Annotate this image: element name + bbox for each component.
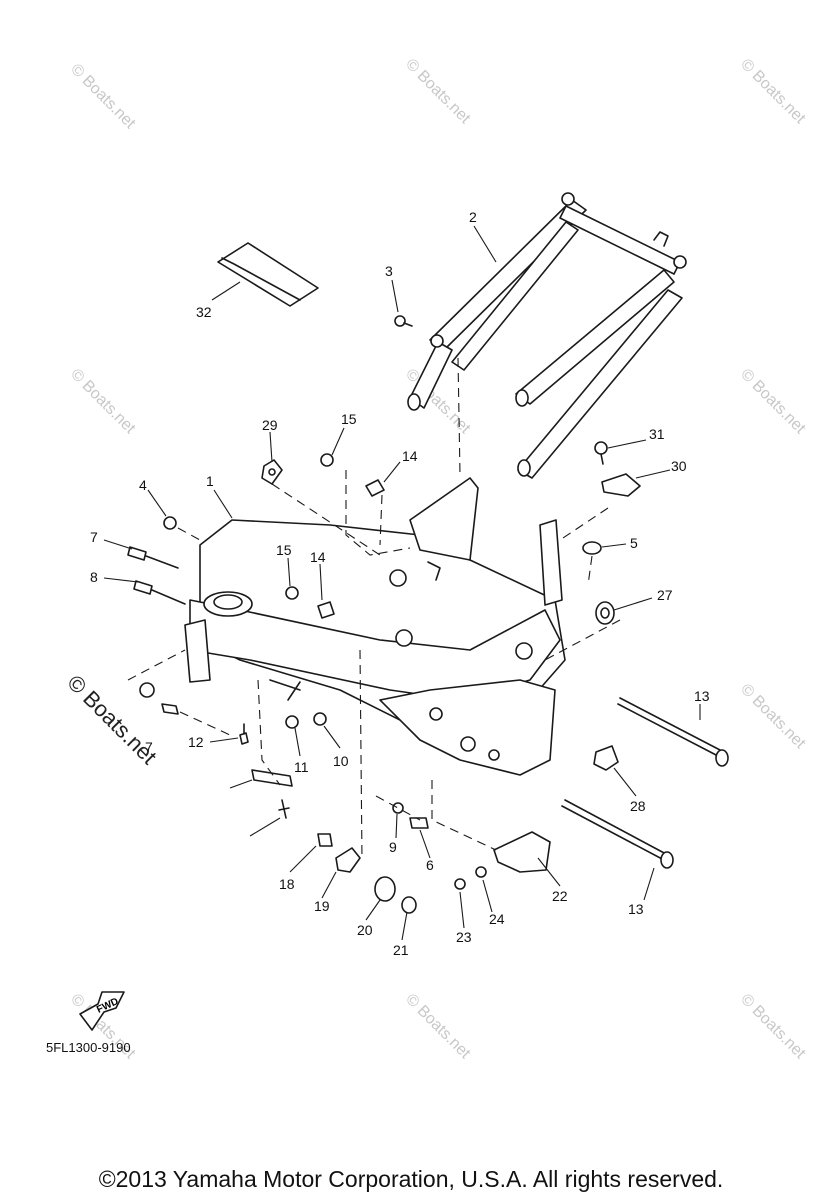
callout-15: 15 — [341, 411, 357, 427]
diagram-code: 5FL1300-9190 — [46, 1040, 131, 1055]
watermark: © Boats.net — [737, 366, 809, 438]
assembly-lines — [127, 357, 621, 861]
callout-24: 24 — [489, 911, 505, 927]
watermark: © Boats.net — [67, 366, 139, 438]
hardware — [79, 315, 729, 1031]
callouts: 2 3 32 29 15 14 31 30 4 1 7 8 15 14 5 27… — [90, 209, 710, 958]
watermark: © Boats.net — [737, 991, 809, 1063]
callout-1: 1 — [206, 473, 214, 489]
callout-27: 29 — [262, 417, 278, 433]
leader-lines — [103, 225, 701, 941]
callout-2: 2 — [469, 209, 477, 225]
watermark: © Boats.net — [402, 991, 474, 1063]
copyright-notice: ©2013 Yamaha Motor Corporation, U.S.A. A… — [98, 1166, 724, 1192]
part-1-main-frame — [184, 477, 566, 776]
callout-29: 31 — [649, 426, 665, 442]
callout-12: 12 — [188, 734, 204, 750]
callout-32: 32 — [196, 304, 212, 320]
callout-21: 21 — [393, 942, 409, 958]
callout-4: 4 — [139, 477, 147, 493]
callout-7: 7 — [90, 529, 98, 545]
callout-10: 10 — [333, 753, 349, 769]
callout-8: 8 — [90, 569, 98, 585]
watermark: © Boats.net — [737, 681, 809, 753]
watermark: © Boats.net — [402, 56, 474, 128]
callout-13: 13 — [694, 688, 710, 704]
callout-3: 3 — [385, 263, 393, 279]
callout-14: 14 — [402, 448, 418, 464]
part-32-plate — [217, 242, 319, 307]
part-2-rear-frame — [407, 192, 687, 479]
callout-20: 20 — [357, 922, 373, 938]
watermark: © Boats.net — [67, 61, 139, 133]
callout-6: 6 — [426, 857, 434, 873]
callout-9: 9 — [389, 839, 397, 855]
callout-14: 14 — [310, 549, 326, 565]
callout-11: 11 — [294, 759, 309, 775]
callout-7: 7 — [145, 739, 153, 755]
callout-5: 5 — [630, 535, 638, 551]
callout-23: 23 — [456, 929, 472, 945]
callout-15: 15 — [276, 542, 292, 558]
callout-26: 28 — [630, 798, 646, 814]
callout-25: 27 — [657, 587, 673, 603]
callout-19: 19 — [314, 898, 330, 914]
callout-22: 22 — [552, 888, 568, 904]
callout-28: 30 — [671, 458, 687, 474]
watermark: © Boats.net — [737, 56, 809, 128]
callout-18: 18 — [279, 876, 295, 892]
callout-13: 13 — [628, 901, 644, 917]
